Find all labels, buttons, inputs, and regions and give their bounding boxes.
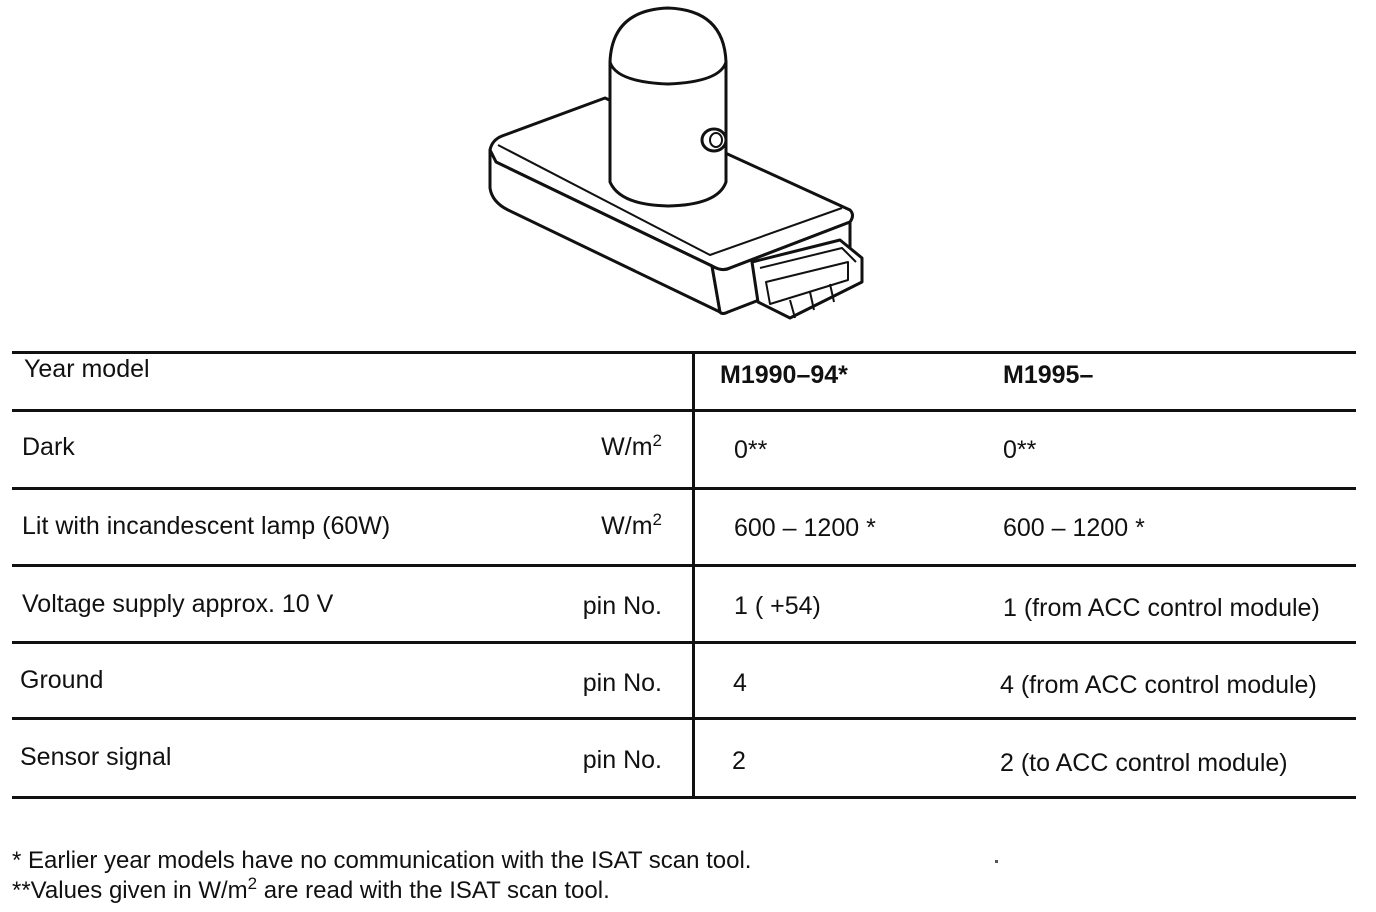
header-col-m1990-94: M1990–94*	[720, 361, 848, 389]
row-label-voltage-supply: Voltage supply approx. 10 V	[22, 590, 334, 618]
stray-dot	[995, 860, 998, 863]
row-divider	[12, 641, 1356, 644]
row-unit-dark: W/m2	[601, 431, 662, 461]
row-divider	[12, 487, 1356, 490]
row-value-voltage-m1990: 1 ( +54)	[734, 592, 821, 620]
row-value-lit-m1990: 600 – 1200 *	[734, 514, 876, 542]
row-label-ground: Ground	[20, 666, 104, 694]
row-divider	[12, 717, 1356, 720]
sun-sensor-illustration	[488, 6, 864, 320]
row-divider	[12, 409, 1356, 412]
table-bottom-rule	[12, 796, 1356, 799]
header-col-m1995: M1995–	[1003, 361, 1094, 389]
row-value-ground-m1990: 4	[733, 669, 747, 697]
row-unit-voltage-supply: pin No.	[582, 592, 662, 620]
row-unit-ground: pin No.	[582, 669, 662, 697]
row-value-lit-m1995: 600 – 1200 *	[1003, 514, 1145, 542]
row-unit-sensor-signal: pin No.	[582, 746, 662, 774]
row-label-dark: Dark	[22, 433, 75, 461]
row-label-lit-lamp: Lit with incandescent lamp (60W)	[22, 512, 391, 540]
row-label-sensor-signal: Sensor signal	[20, 743, 172, 771]
header-year-model: Year model	[24, 355, 150, 383]
row-value-sensor-m1995: 2 (to ACC control module)	[1000, 749, 1288, 777]
row-value-dark-m1990: 0**	[734, 436, 768, 464]
row-value-sensor-m1990: 2	[732, 747, 746, 775]
table-top-rule	[12, 351, 1356, 354]
row-value-voltage-m1995: 1 (from ACC control module)	[1003, 594, 1320, 622]
footnote-scan-tool-communication: * Earlier year models have no communicat…	[12, 847, 752, 874]
row-divider	[12, 564, 1356, 567]
row-unit-lit-lamp: W/m2	[601, 510, 662, 540]
row-value-dark-m1995: 0**	[1003, 436, 1037, 464]
row-value-ground-m1995: 4 (from ACC control module)	[1000, 671, 1317, 699]
column-divider	[692, 351, 695, 799]
footnote-values-units: **Values given in W/m2 are read with the…	[12, 874, 610, 904]
